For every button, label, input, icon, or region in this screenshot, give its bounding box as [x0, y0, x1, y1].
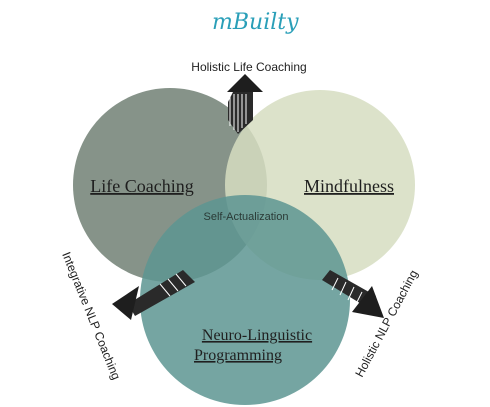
arrow-right-icon — [322, 270, 384, 318]
circle-nlp — [140, 195, 350, 405]
circle-label-nlp-line2: Programming — [194, 347, 282, 364]
arrow-top-icon — [227, 74, 263, 134]
arrow-left-label: Integrative NLP Coaching — [59, 250, 123, 382]
center-label: Self-Actualization — [204, 211, 289, 223]
circle-label-life-coaching: Life Coaching — [90, 176, 193, 196]
arrow-right-label: Holistic NLP Coaching — [352, 268, 420, 380]
arrow-top-label: Holistic Life Coaching — [191, 60, 306, 74]
circle-label-mindfulness: Mindfulness — [304, 176, 394, 196]
circle-label-nlp-line1: Neuro-Linguistic — [202, 327, 312, 344]
arrow-left-icon — [112, 270, 195, 320]
